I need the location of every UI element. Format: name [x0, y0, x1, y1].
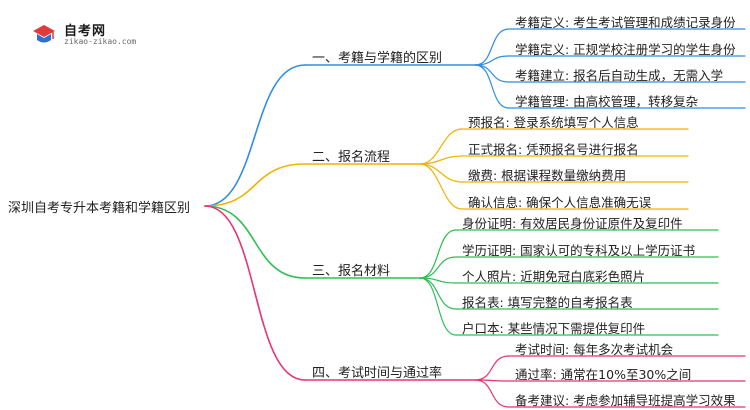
branch-3-leaf-5: 户口本: 某些情况下需提供复印件 — [462, 321, 646, 336]
branch-1-leaf-2: 学籍定义: 正规学校注册学习的学生身份 — [515, 42, 736, 57]
branch-3-leaf-1-connector — [419, 229, 457, 279]
branch-1-leaf-3-connector — [474, 64, 510, 83]
branch-2-connector — [204, 163, 306, 207]
branch-4-leaf-3: 备考建议: 考虑参加辅导班提高学习效果 — [515, 393, 736, 408]
branch-3-leaf-5-connector — [419, 277, 457, 336]
branch-2-leaf-4: 确认信息: 确保个人信息准确无误 — [468, 195, 652, 210]
branch-1-leaf-1-connector — [474, 28, 510, 66]
branch-3-label: 三、报名材料 — [312, 264, 391, 279]
branch-3-leaf-3: 个人照片: 近期免冠白底彩色照片 — [462, 269, 646, 284]
branch-3-leaf-4: 报名表: 填写完整的自考报名表 — [462, 295, 633, 310]
branch-4-leaf-2: 通过率: 通常在10%至30%之间 — [515, 367, 692, 382]
branch-4-leaf-3-connector — [474, 379, 510, 408]
branch-1-label: 一、考籍与学籍的区别 — [312, 51, 443, 66]
branch-3-connector — [204, 205, 306, 279]
branch-4-leaf-1-connector — [474, 355, 510, 381]
site-logo: 自考网 zikao-zikao.com — [30, 20, 140, 50]
branch-3-leaf-1: 身份证明: 有效居民身份证原件及复印件 — [462, 216, 683, 231]
branch-1-connector — [204, 64, 306, 207]
logo-url: zikao-zikao.com — [64, 37, 137, 46]
branch-4-leaf-1: 考试时间: 每年多次考试机会 — [515, 342, 674, 357]
branch-1-leaf-1: 考籍定义: 考生考试管理和成绩记录身份 — [515, 15, 736, 30]
branch-4-connector — [204, 205, 306, 381]
branch-1-leaf-4-connector — [474, 64, 510, 109]
branch-2-leaf-2: 正式报名: 凭预报名号进行报名 — [468, 142, 639, 157]
branch-2-leaf-3-connector — [419, 163, 463, 183]
branch-2-leaf-1: 预报名: 登录系统填写个人信息 — [468, 115, 639, 130]
graduation-cap-icon — [33, 25, 55, 43]
branch-2-leaf-3: 缴费: 根据课程数量缴纳费用 — [468, 168, 627, 183]
root-topic: 深圳自考专升本考籍和学籍区别 — [8, 201, 191, 216]
branch-2-leaf-4-connector — [419, 163, 463, 210]
branch-2-label: 二、报名流程 — [312, 150, 391, 165]
branch-3-leaf-2-connector — [419, 256, 457, 279]
branch-3-leaf-2: 学历证明: 国家认可的专科及以上学历证书 — [462, 243, 696, 258]
branch-4-label: 四、考试时间与通过率 — [312, 366, 443, 381]
logo-title: 自考网 — [64, 24, 107, 39]
branch-1-leaf-4: 学籍管理: 由高校管理，转移复杂 — [515, 94, 699, 109]
branch-1-leaf-3: 考籍建立: 报名后自动生成，无需入学 — [515, 68, 724, 83]
branch-2-leaf-1-connector — [419, 128, 463, 165]
